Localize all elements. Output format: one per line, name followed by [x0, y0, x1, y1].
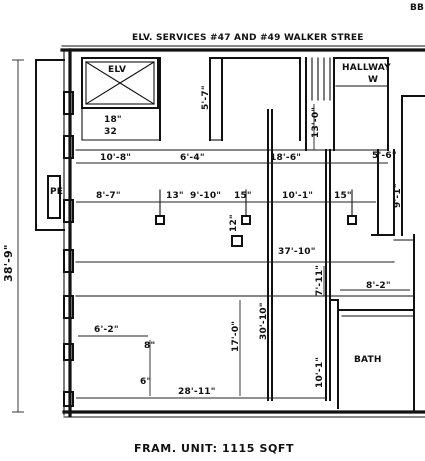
dim-5-7: 5'-7": [201, 85, 211, 110]
interior-posts: [155, 189, 357, 247]
dimension-labels: 10'-8" 6'-4" 18'-6" 5'-6" 13'-0" 5'-7" 8…: [2, 85, 403, 397]
dim-18-6: 18'-6": [270, 153, 301, 163]
dim-13-0: 13'-0": [311, 107, 321, 138]
plan-caption: FRAM. UNIT: 1115 SQFT: [134, 442, 294, 455]
dim-9-1: 9'-1": [393, 183, 403, 208]
dim-5-6: 5'-6": [372, 151, 397, 161]
dim-15-a: 15": [234, 191, 252, 201]
dim-9-10: 9'-10": [190, 191, 221, 201]
dim-18: 18": [104, 115, 122, 125]
wall-columns: [63, 91, 74, 407]
dim-28-11: 28'-11": [178, 387, 216, 397]
dim-15-b: 15": [334, 191, 352, 201]
elevator-shaft: ELV: [81, 57, 159, 109]
dimension-lines: [12, 59, 410, 413]
dim-37-10: 37'-10": [278, 247, 316, 257]
pe-label: PE: [50, 187, 63, 197]
dim-32: 32: [104, 127, 117, 137]
dim-6-4: 6'-4": [180, 153, 205, 163]
corner-text: BB: [410, 3, 424, 13]
dim-38-9: 38'-9": [2, 244, 15, 282]
dim-10-8: 10'-8": [100, 153, 131, 163]
dim-10-1: 10'-1": [282, 191, 313, 201]
dim-30-10: 30'-10": [259, 302, 269, 340]
dim-7-11: 7'-11": [315, 265, 325, 296]
pe-fixture: PE: [47, 175, 63, 219]
dim-8: 8": [144, 341, 155, 351]
bath-label: BATH: [354, 355, 382, 365]
header-note: ELV. SERVICES #47 AND #49 WALKER STREE: [132, 33, 364, 43]
dim-17-0: 17'-0": [231, 321, 241, 352]
hallway-sub-label: W: [368, 75, 378, 85]
exterior-walls: [60, 45, 425, 418]
stair-core: HALLWAY W: [305, 57, 425, 151]
dim-6-2: 6'-2": [94, 325, 119, 335]
dim-8-2: 8'-2": [366, 281, 391, 291]
dim-8-7: 8'-7": [96, 191, 121, 201]
upper-middle-room: [209, 57, 301, 141]
dim-12: 12": [229, 214, 239, 232]
upper-left-service-room: [35, 57, 161, 231]
hallway-label: HALLWAY: [342, 63, 391, 73]
dim-6: 6": [140, 377, 151, 387]
dim-10-1-vertical: 10'-1": [315, 357, 325, 388]
dim-13: 13": [166, 191, 184, 201]
elevator-label: ELV: [108, 65, 126, 75]
